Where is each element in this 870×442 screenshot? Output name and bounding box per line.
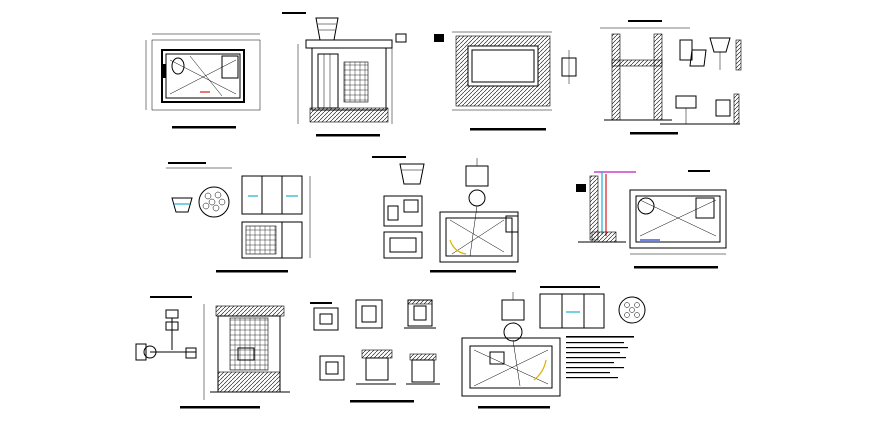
- wall-section-and-plan: [576, 170, 727, 269]
- drainage-plan-with-notes: [461, 286, 646, 409]
- notes-block: [566, 336, 634, 379]
- tank-and-slab-details: [166, 162, 311, 273]
- sanitary-layout-plan: [372, 156, 519, 273]
- foundation-plan: [434, 31, 577, 131]
- plumbing-riser-and-wall-tile-elevation: [135, 296, 290, 409]
- front-elevation-with-water-tank: [282, 12, 407, 137]
- bathroom-floor-plan: [145, 33, 261, 129]
- section-with-fixtures: [600, 20, 742, 135]
- small-fixture-details: [310, 299, 440, 403]
